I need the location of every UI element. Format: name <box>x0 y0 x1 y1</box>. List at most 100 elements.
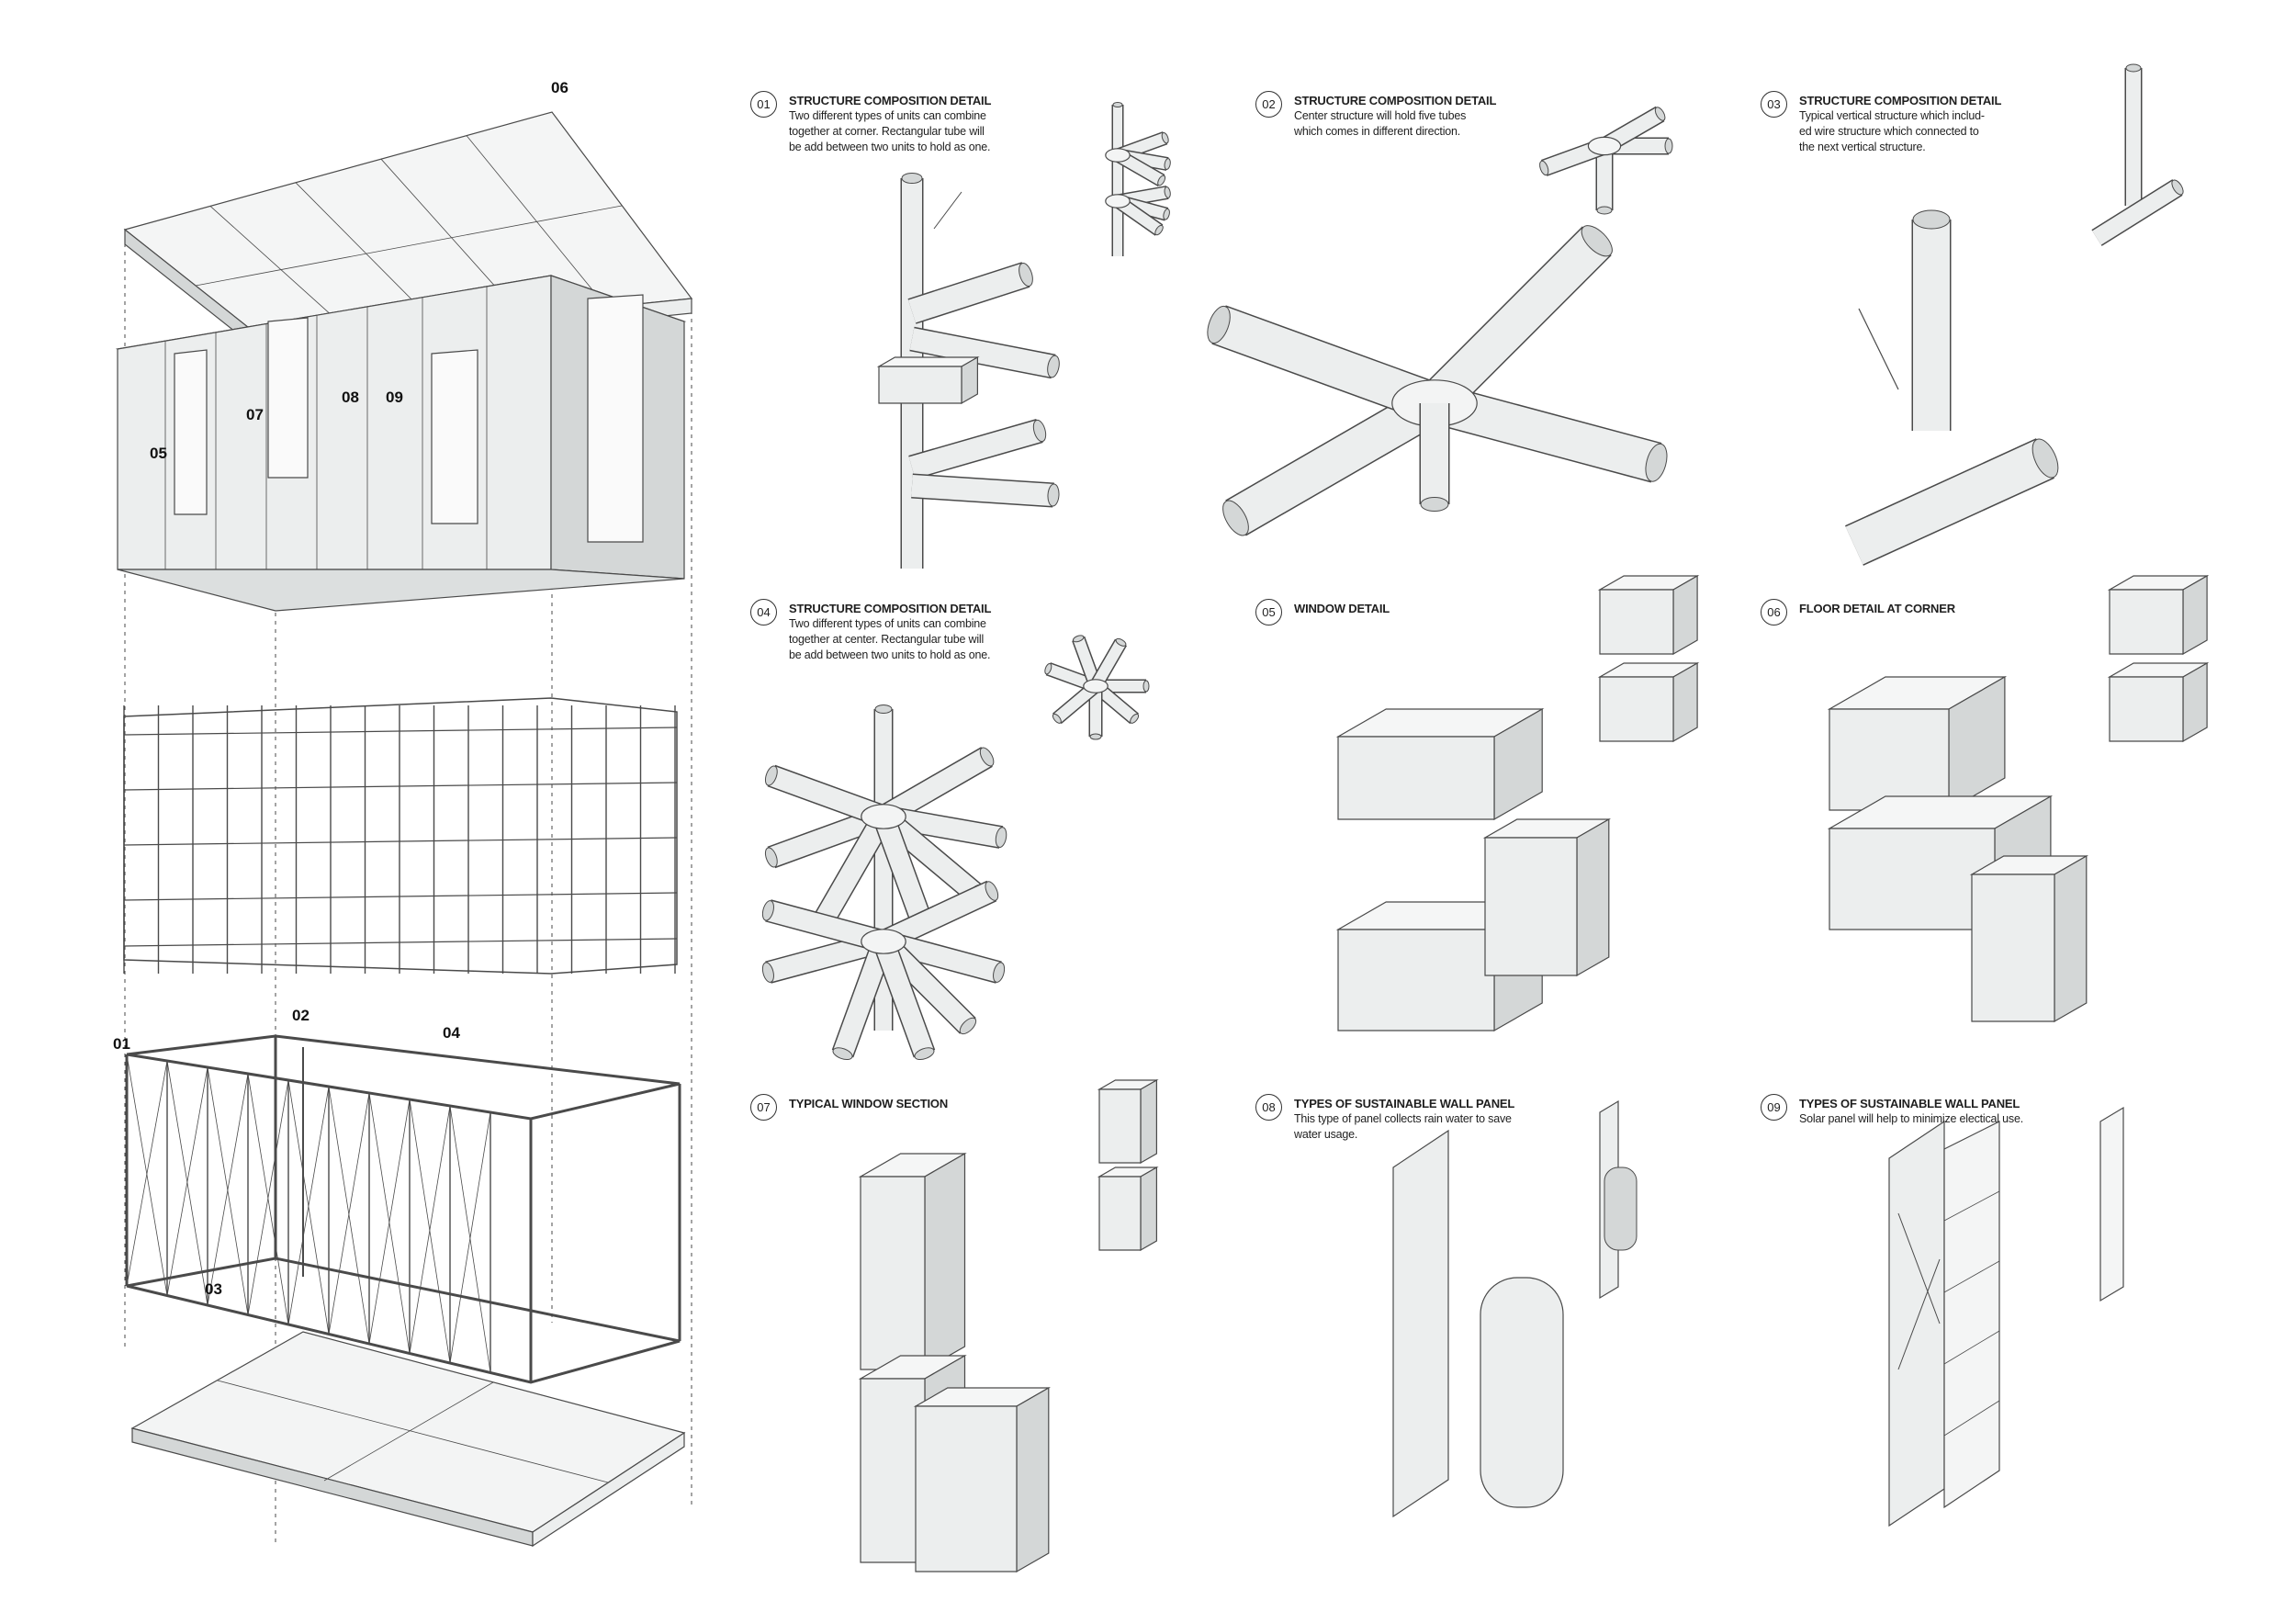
callout-08: 08 <box>342 389 359 406</box>
floor-edge-side <box>532 1431 685 1548</box>
frame-rail <box>123 938 678 947</box>
inset-node-arm-end <box>1044 662 1052 675</box>
detail-title: TYPES OF SUSTAINABLE WALL PANEL <box>1799 1097 2020 1110</box>
detail-06: 06 FLOOR DETAIL AT CORNER <box>1761 599 2257 1095</box>
inset-node-upper-arm-end <box>1164 158 1171 170</box>
detail-drawing-02 <box>1207 106 1673 536</box>
house-module <box>115 275 687 612</box>
floor-seam <box>217 1380 609 1483</box>
detail-drawing-08 <box>1392 1099 1638 1518</box>
solar-panel <box>1943 1121 2000 1509</box>
cross-brace-wire <box>287 1086 330 1325</box>
window-opening <box>174 349 208 515</box>
detail-description-line: Two different types of units can combine <box>789 109 986 122</box>
window-frame-block-front <box>1484 837 1578 976</box>
detail-title: TYPES OF SUSTAINABLE WALL PANEL <box>1294 1097 1515 1110</box>
detail-title: WINDOW DETAIL <box>1294 602 1390 615</box>
bracing-rod <box>1897 1258 1941 1370</box>
inset-head-front <box>1599 589 1674 655</box>
callout-03: 03 <box>205 1280 222 1298</box>
inset-solar-panel <box>2099 1106 2124 1302</box>
inset-node-plate <box>1083 679 1109 693</box>
wall-infill-front <box>915 1405 1018 1572</box>
branch-tube-end <box>1032 419 1047 443</box>
detail-number-badge: 04 <box>750 599 777 626</box>
frame-rail <box>123 782 678 791</box>
inset-vertical-tube-end <box>1112 102 1123 107</box>
inset-node-arm-end <box>1089 733 1102 740</box>
inset-lower-front <box>2109 676 2184 742</box>
frame-rail <box>123 727 678 736</box>
detail-number-badge: 02 <box>1255 91 1282 118</box>
inset-vertical-tube-end <box>2125 63 2142 73</box>
wall-edge-block-front <box>1971 873 2055 1022</box>
detail-description-line: which comes in different direction. <box>1294 125 1461 138</box>
branch-tube-end <box>1019 262 1033 287</box>
house-floor-edge <box>117 569 685 612</box>
detail-title: STRUCTURE COMPOSITION DETAIL <box>1294 94 1497 107</box>
node-lower-arm-end <box>761 900 774 921</box>
solar-cell-divider <box>1943 1190 2000 1222</box>
inset-node-upper-arm-end <box>1157 175 1166 186</box>
vertical-tube-end <box>901 173 923 184</box>
detail-drawing-01 <box>876 102 1171 569</box>
wire-rod <box>933 191 962 230</box>
node-upper-arm-body <box>878 748 993 826</box>
detail-number-badge: 01 <box>750 91 777 118</box>
callout-06: 06 <box>551 79 568 96</box>
detail-description-line: ed wire structure which connected to <box>1799 125 1979 138</box>
inset-node-lower-arm-end <box>1164 186 1171 198</box>
inset-upper-front <box>1098 1088 1142 1164</box>
callout-09: 09 <box>386 389 403 406</box>
cross-brace-wire <box>449 1111 491 1364</box>
node-upper-arm-body <box>815 811 893 926</box>
detail-title: STRUCTURE COMPOSITION DETAIL <box>789 94 992 107</box>
callout-02: 02 <box>292 1007 310 1024</box>
floor-seam <box>323 1381 494 1482</box>
vertical-tube-end <box>874 704 893 714</box>
callout-04: 04 <box>443 1024 460 1042</box>
detail-drawing-09 <box>1888 1106 2124 1527</box>
center-node-arm-end <box>1581 225 1613 257</box>
node-lower-arm-end <box>832 1047 853 1061</box>
horizontal-tube-end <box>2032 438 2059 479</box>
cross-brace-wire <box>368 1099 411 1345</box>
detail-drawing-05 <box>1335 574 1700 1032</box>
branch-tube-body <box>911 475 1054 506</box>
detail-number-badge: 06 <box>1761 599 1787 626</box>
frame-outline <box>123 697 678 975</box>
inset-node-lower-arm-end <box>1154 224 1164 236</box>
node-upper-plate <box>861 804 906 829</box>
inset-node-upper-plate <box>1105 148 1131 163</box>
detail-title: TYPICAL WINDOW SECTION <box>789 1097 949 1110</box>
callout-01: 01 <box>113 1035 130 1053</box>
detail-07: 07 TYPICAL WINDOW SECTION <box>750 1094 1246 1590</box>
cross-brace-wire <box>247 1079 289 1315</box>
inset-node-arm-end <box>1142 680 1150 693</box>
node-lower-arm-end <box>993 962 1006 983</box>
inset-center-node-arm-end <box>1539 160 1549 176</box>
detail-title: STRUCTURE COMPOSITION DETAIL <box>1799 94 2002 107</box>
vertical-tube-end <box>1912 209 1951 230</box>
node-lower-arm-end <box>985 881 999 901</box>
node-upper-arm-end <box>764 847 778 868</box>
detail-description-line: Solar panel will help to minimize electi… <box>1799 1112 2023 1125</box>
floor-platform <box>130 1331 686 1548</box>
roof-seam <box>195 205 623 287</box>
inset-node-arm-end <box>1115 637 1127 647</box>
window-opening <box>267 317 309 479</box>
node-lower-arm-end <box>914 1047 935 1061</box>
node-upper-arm-end <box>764 765 778 786</box>
branch-tube-body <box>908 263 1030 323</box>
detail-number-badge: 05 <box>1255 599 1282 626</box>
node-lower-arm-body <box>873 938 934 1057</box>
node-upper-arm-body <box>873 813 934 932</box>
detail-description-line: Two different types of units can combine <box>789 617 986 630</box>
inset-horizontal-tube-end <box>2171 179 2184 196</box>
detail-01: 01 STRUCTURE COMPOSITION DETAIL Two diffe… <box>750 91 1246 587</box>
rain-collector-cylinder <box>1480 1277 1564 1508</box>
